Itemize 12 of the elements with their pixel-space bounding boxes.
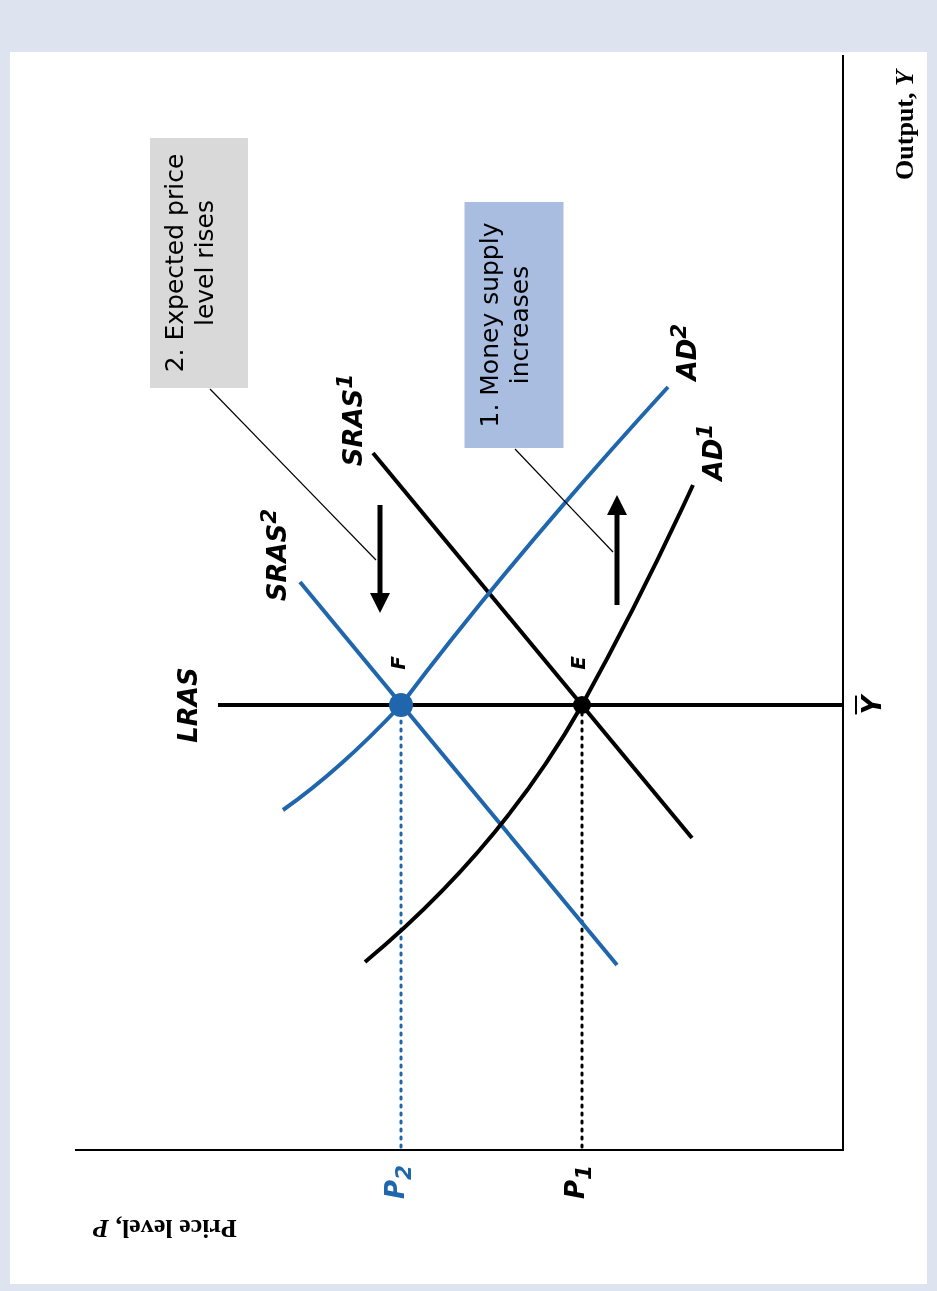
axis-title: Output, Y [890,70,920,180]
point-label: E [566,656,590,670]
axis-title: Price level, P [93,1213,237,1243]
point-label: F [386,656,410,670]
curve-label: LRAS [173,667,203,743]
shift-arrow [370,505,390,613]
shift-arrow [607,495,627,605]
axis-tick-label: Y [857,695,887,715]
annotation-box: 2. Expected price level rises [150,138,248,388]
leader-line [514,448,614,553]
leader-line [209,388,377,561]
annotation-box: 1. Money supply increases [464,202,564,448]
